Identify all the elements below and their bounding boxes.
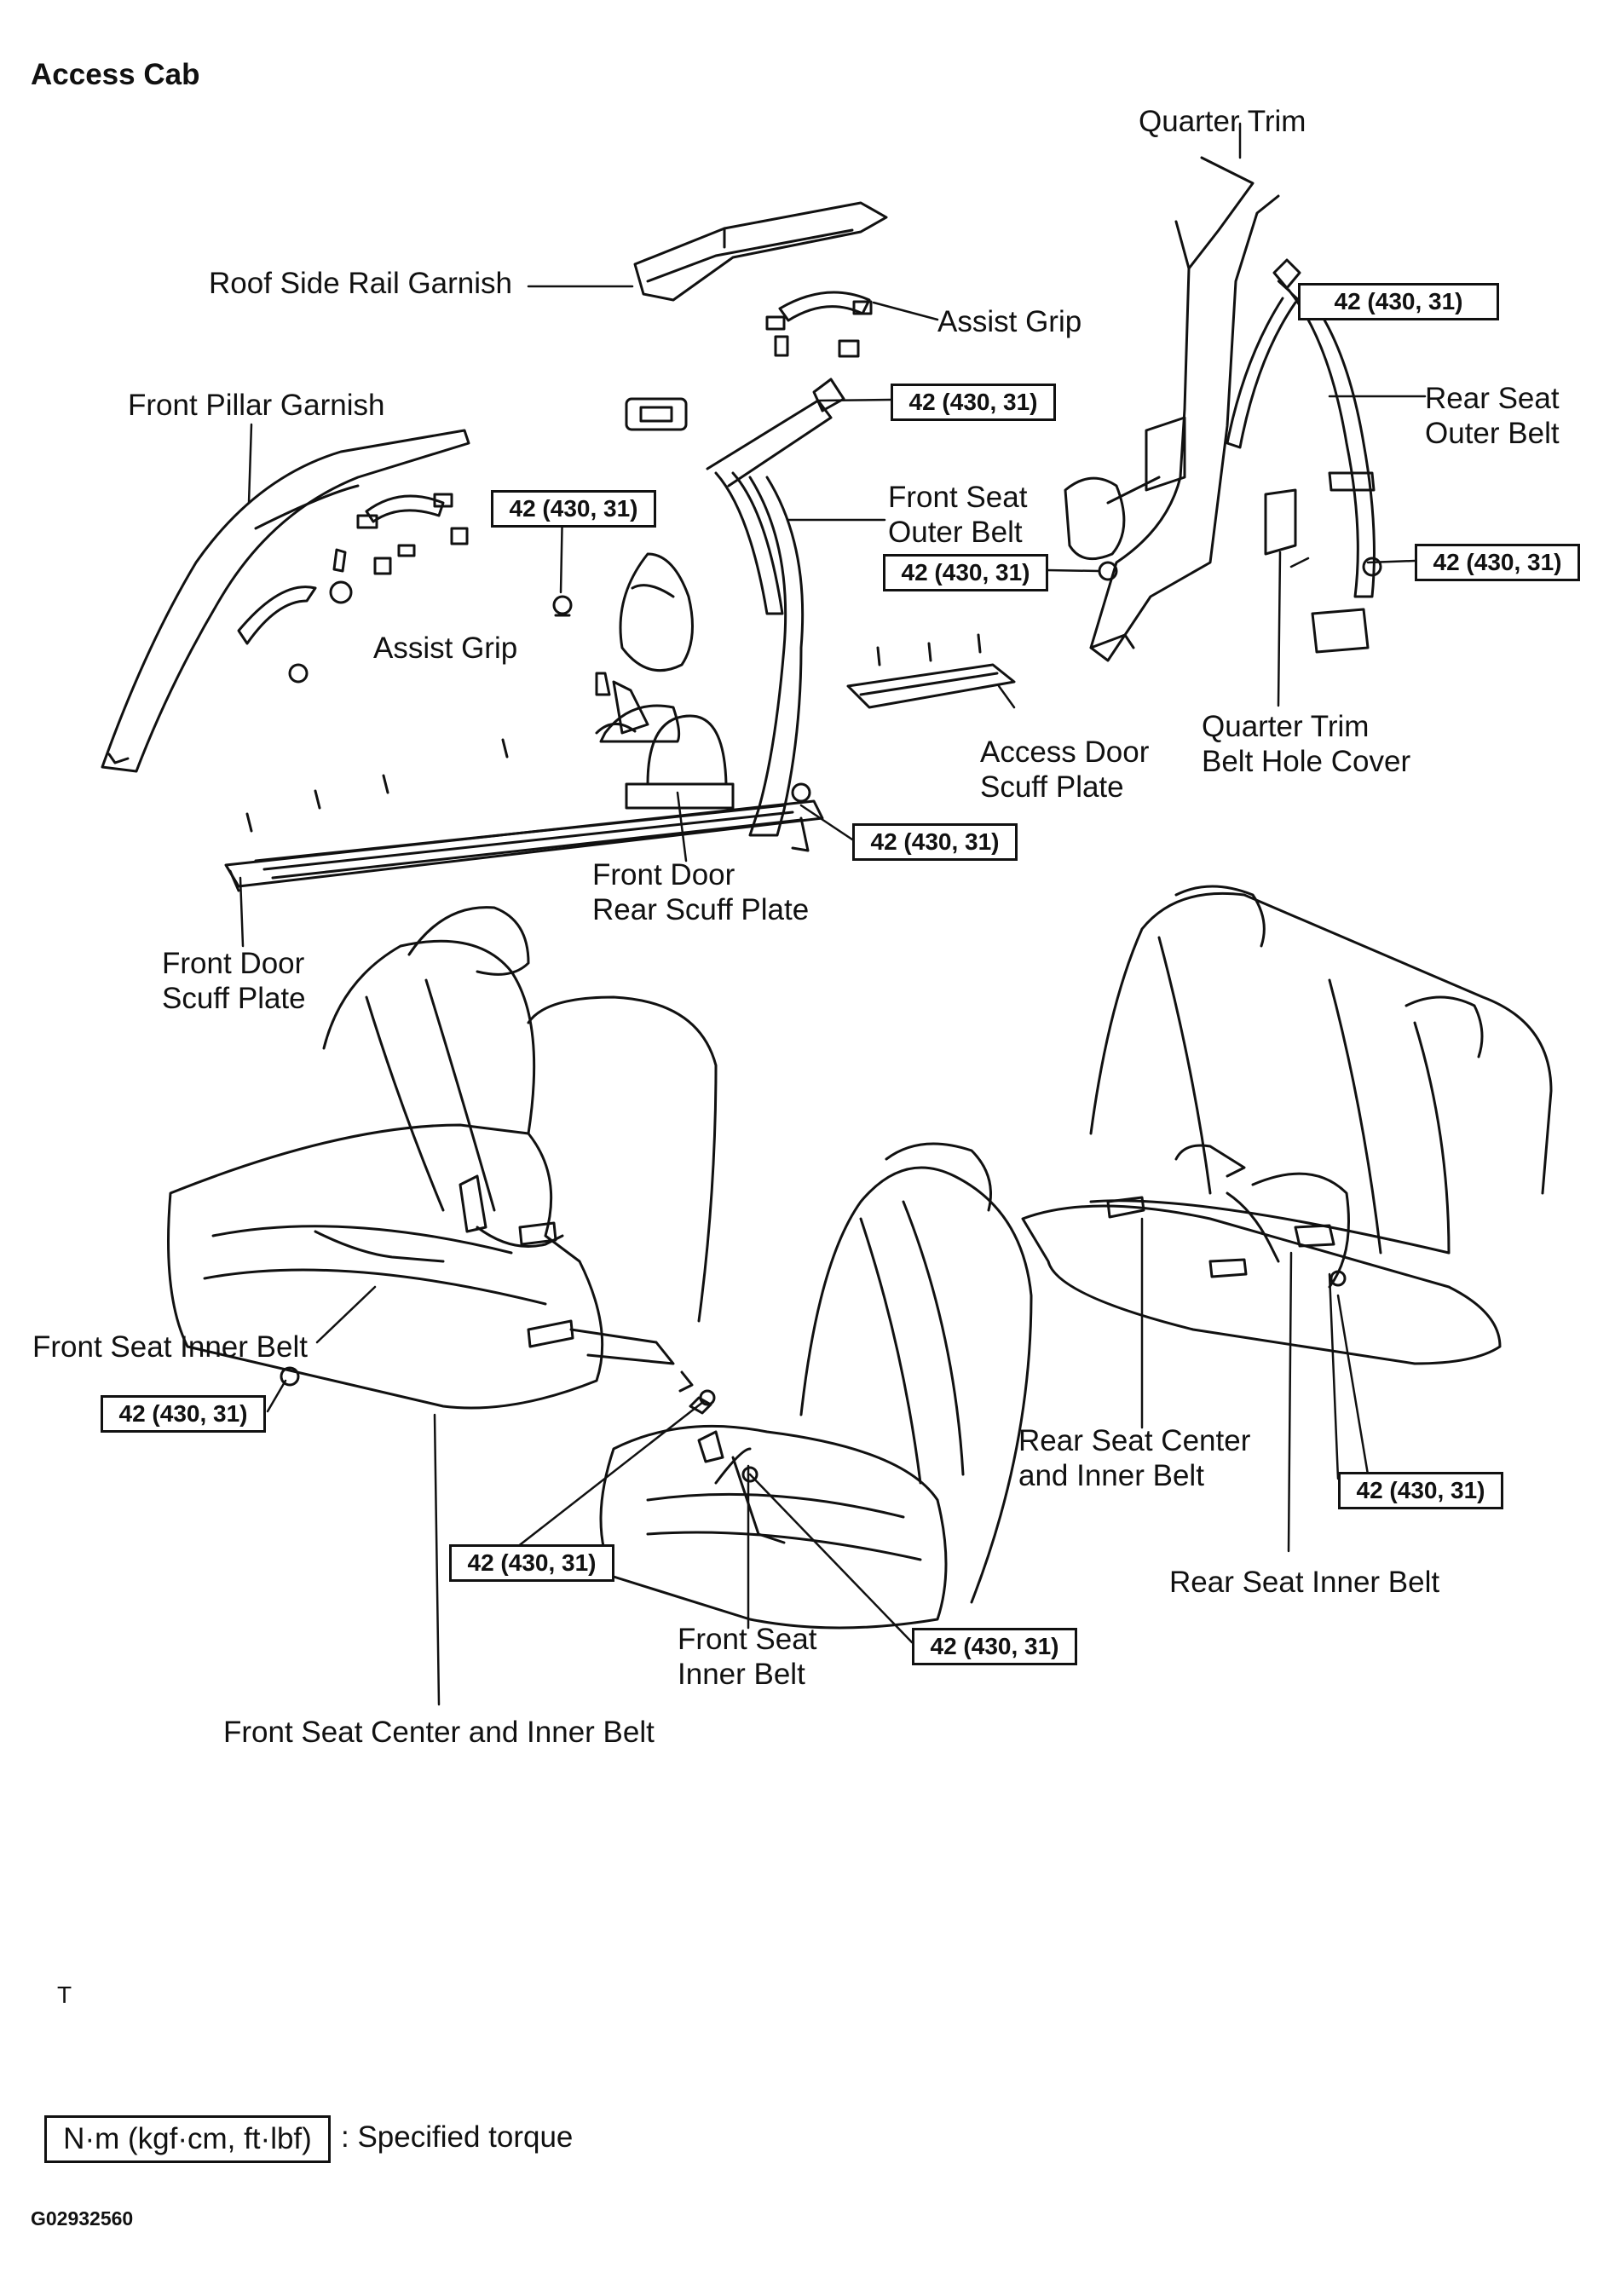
label-front-seat-outer-belt-line2: Outer Belt	[888, 516, 1023, 549]
label-rear-seat-center-and-inner-belt: Rear Seat Center and Inner Belt	[1018, 1423, 1250, 1493]
front-pillar-garnish-drawing	[101, 429, 470, 773]
center-front-seat-drawing	[599, 1142, 1033, 1630]
lamp-bracket-drawing	[625, 397, 688, 431]
label-front-door-scuff-plate-line1: Front Door	[162, 947, 305, 980]
front-door-scuff-plate-drawing	[224, 738, 824, 892]
front-seat-outer-belt-drawing	[595, 378, 845, 852]
torque-box-front-inner-center: 42 (430, 31)	[912, 1628, 1077, 1665]
legend-unit-box: N·m (kgf·cm, ft·lbf)	[44, 2115, 331, 2163]
upper-assist-grip-drawing	[765, 291, 873, 358]
left-front-bench-seat-drawing	[167, 906, 718, 1410]
legend-text: : Specified torque	[341, 2120, 574, 2154]
torque-box-rear-inner: 42 (430, 31)	[1338, 1472, 1503, 1509]
label-front-seat-inner-belt-center-line2: Inner Belt	[678, 1658, 805, 1691]
leader-lines	[239, 122, 1427, 1706]
label-rear-seat-center-and-inner-belt-line1: Rear Seat Center	[1018, 1424, 1251, 1457]
label-access-door-scuff-plate-line2: Scuff Plate	[980, 770, 1124, 804]
label-rear-seat-inner-belt: Rear Seat Inner Belt	[1169, 1566, 1440, 1599]
label-access-door-scuff-plate: Access Door Scuff Plate	[980, 735, 1149, 805]
bolts-drawing	[280, 557, 1382, 1483]
torque-box-front-outer-lower: 42 (430, 31)	[852, 823, 1018, 861]
label-quarter-trim-belt-hole-cover-line1: Quarter Trim	[1202, 710, 1370, 743]
label-front-seat-inner-belt-center: Front Seat Inner Belt	[678, 1622, 816, 1692]
label-front-door-scuff-plate-line2: Scuff Plate	[162, 982, 306, 1015]
label-access-door-scuff-plate-line1: Access Door	[980, 736, 1150, 769]
label-rear-seat-outer-belt: Rear Seat Outer Belt	[1425, 381, 1560, 451]
label-front-seat-inner-belt-center-line1: Front Seat	[678, 1623, 817, 1656]
label-front-door-scuff-plate: Front Door Scuff Plate	[162, 946, 306, 1016]
label-roof-side-rail-garnish: Roof Side Rail Garnish	[209, 267, 512, 300]
quarter-trim-drawing	[1089, 156, 1280, 662]
roof-side-rail-garnish-drawing	[633, 201, 888, 302]
label-front-door-rear-scuff-plate: Front Door Rear Scuff Plate	[592, 857, 809, 927]
access-door-scuff-plate-drawing	[846, 633, 1016, 709]
torque-box-rear-outer-lower: 42 (430, 31)	[1415, 544, 1580, 581]
torque-box-front-center: 42 (430, 31)	[449, 1544, 614, 1582]
torque-box-front-outer-retractor: 42 (430, 31)	[491, 490, 656, 528]
torque-box-rear-outer-retractor: 42 (430, 31)	[883, 554, 1048, 591]
label-assist-grip-lower: Assist Grip	[373, 632, 518, 665]
figure-code: G02932560	[31, 2207, 134, 2230]
label-quarter-trim-belt-hole-cover: Quarter Trim Belt Hole Cover	[1202, 709, 1410, 779]
label-quarter-trim-belt-hole-cover-line2: Belt Hole Cover	[1202, 745, 1411, 778]
label-front-door-rear-scuff-plate-line2: Rear Scuff Plate	[592, 893, 810, 926]
rear-seat-outer-belt-drawing	[1064, 258, 1376, 654]
torque-box-rear-outer-upper: 42 (430, 31)	[1298, 283, 1499, 320]
torque-box-front-outer-upper: 42 (430, 31)	[891, 384, 1056, 421]
label-rear-seat-center-and-inner-belt-line2: and Inner Belt	[1018, 1459, 1204, 1492]
rear-bench-seat-drawing	[1021, 885, 1553, 1365]
label-front-door-rear-scuff-plate-line1: Front Door	[592, 858, 735, 891]
figure-heading: Access Cab	[31, 58, 200, 91]
label-front-seat-inner-belt-left: Front Seat Inner Belt	[32, 1330, 308, 1364]
label-front-seat-outer-belt-line1: Front Seat	[888, 481, 1028, 514]
label-front-seat-center-and-inner-belt: Front Seat Center and Inner Belt	[223, 1716, 655, 1749]
label-quarter-trim: Quarter Trim	[1139, 105, 1306, 138]
lower-assist-grip-drawing	[237, 493, 469, 684]
label-rear-seat-outer-belt-line1: Rear Seat	[1425, 382, 1560, 415]
label-assist-grip-upper: Assist Grip	[937, 305, 1082, 338]
front-door-rear-scuff-plate-drawing	[599, 704, 735, 810]
quarter-trim-belt-hole-cover-drawing	[1264, 488, 1297, 556]
label-front-seat-outer-belt: Front Seat Outer Belt	[888, 480, 1027, 550]
label-rear-seat-outer-belt-line2: Outer Belt	[1425, 417, 1560, 450]
corner-mark: T	[57, 1982, 72, 2008]
torque-box-front-inner-left: 42 (430, 31)	[101, 1395, 266, 1433]
label-front-pillar-garnish: Front Pillar Garnish	[128, 389, 385, 422]
